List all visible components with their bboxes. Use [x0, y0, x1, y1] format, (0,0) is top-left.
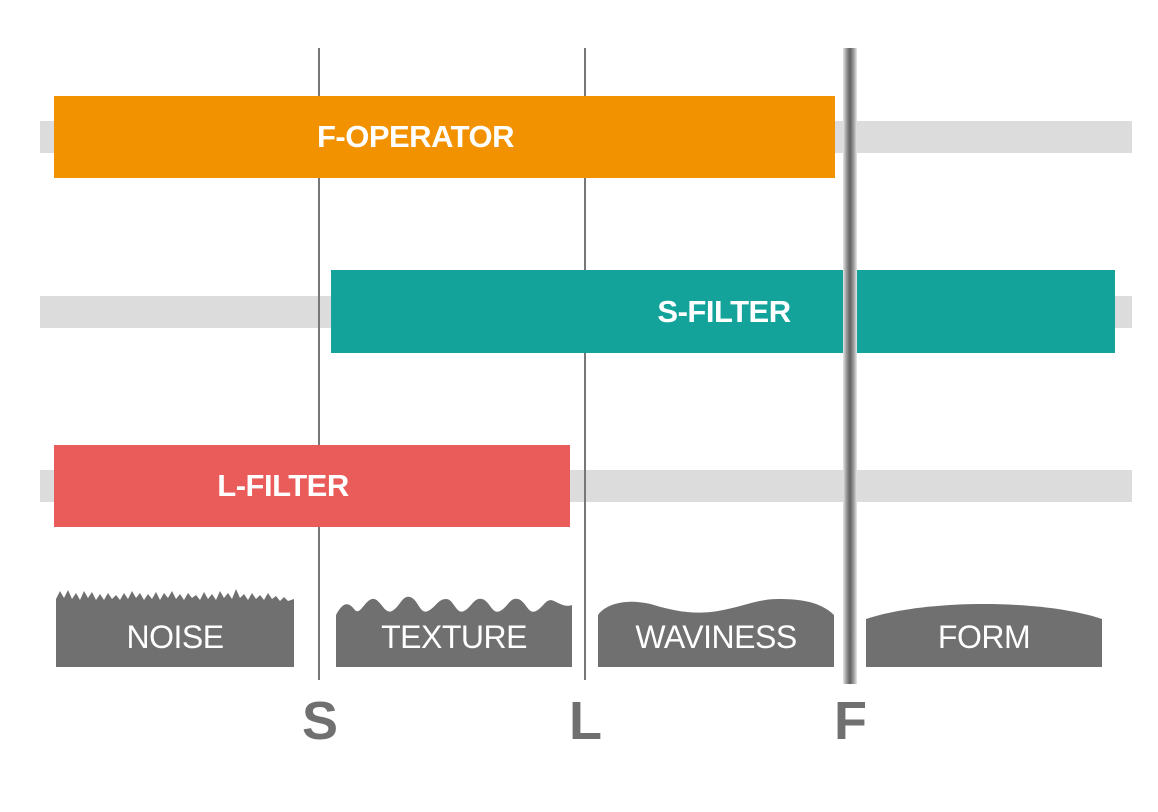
s-filter-label: S-FILTER	[657, 293, 791, 329]
noise-label: NOISE	[126, 619, 224, 655]
noise-component: NOISE	[56, 585, 294, 667]
l-divider-line	[584, 48, 586, 680]
waviness-label: WAVINESS	[635, 619, 797, 655]
f-operator-bar: F-OPERATOR	[54, 96, 835, 178]
form-label: FORM	[937, 619, 1031, 655]
waviness-component: WAVINESS	[598, 585, 834, 667]
s-divider-line	[318, 48, 320, 680]
form-profile-shape	[866, 604, 1102, 667]
waviness-profile-shape	[598, 599, 834, 667]
l-filter-label: L-FILTER	[217, 468, 349, 503]
axis-marker-s: S	[302, 691, 339, 751]
texture-component: TEXTURE	[336, 585, 572, 667]
texture-profile-shape	[336, 596, 572, 667]
f-divider-line	[843, 48, 857, 684]
texture-label: TEXTURE	[381, 619, 527, 655]
axis-marker-l: L	[569, 691, 602, 751]
noise-profile-shape	[56, 589, 294, 667]
l-filter-bar: L-FILTER	[54, 445, 570, 527]
form-component: FORM	[866, 585, 1102, 667]
f-operator-label: F-OPERATOR	[316, 119, 515, 154]
s-filter-bar: S-FILTER	[331, 270, 1115, 353]
axis-marker-f: F	[834, 691, 867, 751]
